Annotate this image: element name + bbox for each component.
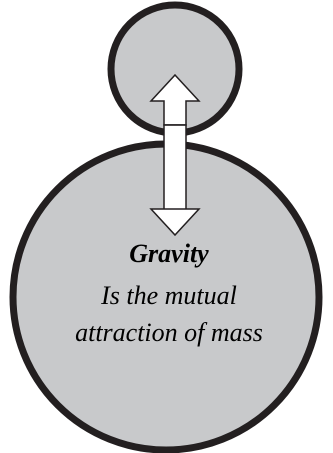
diagram-description-line1: Is the mutual [101, 281, 237, 310]
diagram-description-line2: attraction of mass [75, 318, 263, 347]
diagram-title: Gravity [129, 239, 209, 268]
double-arrow-icon [149, 73, 201, 237]
arrow-shaft [163, 124, 187, 212]
arrow-down-head [149, 208, 201, 237]
